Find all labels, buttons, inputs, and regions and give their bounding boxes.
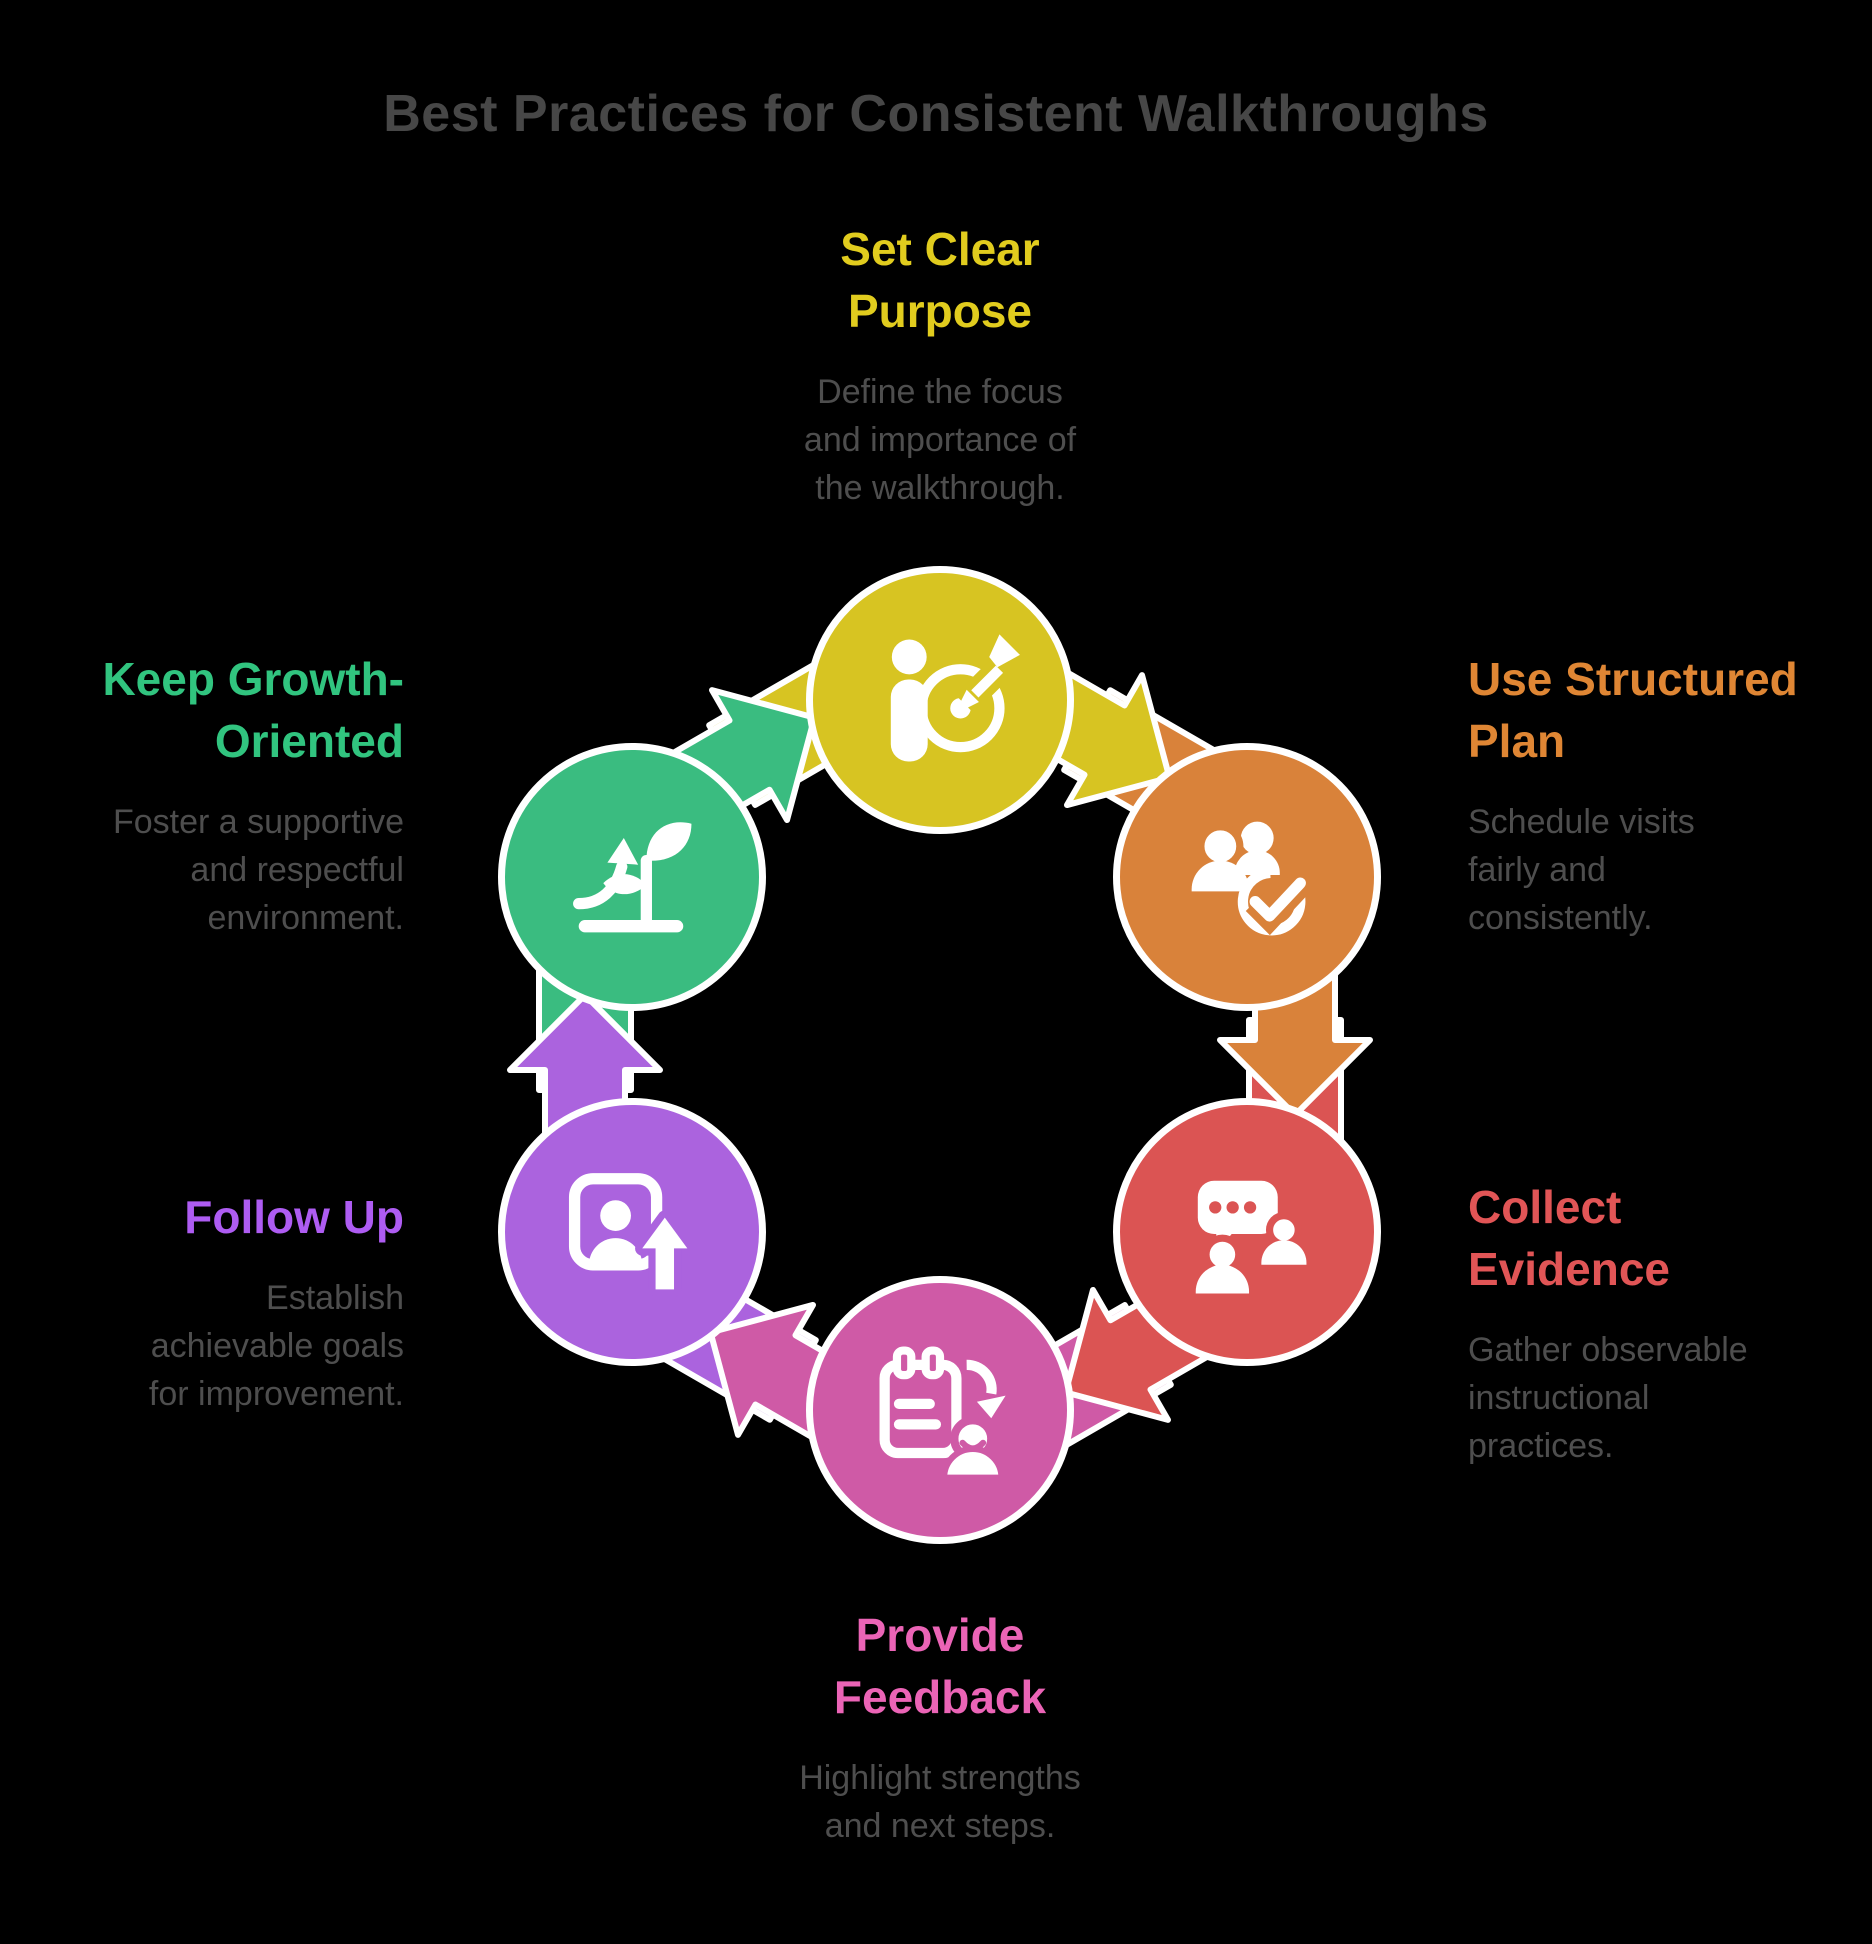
step-collect-evidence: Collect Evidence Gather observable instr… [1468, 1176, 1868, 1470]
step-description: Highlight strengths and next steps. [799, 1759, 1081, 1845]
step-keep-growth-oriented: Keep Growth- Oriented Foster a supportiv… [4, 648, 404, 942]
step-description: Gather observable instructional practice… [1468, 1331, 1748, 1465]
portrait-up-arrow-icon [568, 1173, 695, 1297]
step-description: Foster a supportive and respectful envir… [112, 803, 404, 937]
step-title: Set Clear Purpose [840, 223, 1040, 337]
growth-plant-icon [573, 822, 692, 933]
step-description: Schedule visits fairly and consistently. [1468, 803, 1695, 937]
node-collect-evidence [1113, 1098, 1381, 1366]
node-use-structured-plan [1113, 743, 1381, 1011]
step-title: Provide Feedback [833, 1609, 1047, 1723]
step-title: Collect Evidence [1468, 1181, 1670, 1295]
step-title: Use Structured Plan [1468, 653, 1798, 767]
people-check-icon [1191, 821, 1311, 936]
conversation-people-icon [1195, 1180, 1307, 1294]
node-provide-feedback [806, 1276, 1074, 1544]
clipboard-person-icon [879, 1346, 1006, 1481]
node-set-clear-purpose [806, 566, 1074, 834]
node-keep-growth-oriented [498, 743, 766, 1011]
step-follow-up: Follow Up Establish achievable goals for… [4, 1186, 404, 1418]
step-use-structured-plan: Use Structured Plan Schedule visits fair… [1468, 648, 1868, 942]
person-target-icon [890, 634, 1020, 762]
step-description: Define the focus and importance of the w… [803, 373, 1077, 507]
step-provide-feedback: Provide Feedback Highlight strengths and… [620, 1604, 1260, 1850]
step-title: Follow Up [184, 1191, 404, 1243]
step-set-clear-purpose: Set Clear Purpose Define the focus and i… [620, 218, 1260, 512]
node-follow-up [498, 1098, 766, 1366]
step-title: Keep Growth- Oriented [102, 653, 404, 767]
step-description: Establish achievable goals for improveme… [148, 1279, 404, 1413]
page-title: Best Practices for Consistent Walkthroug… [383, 85, 1489, 143]
